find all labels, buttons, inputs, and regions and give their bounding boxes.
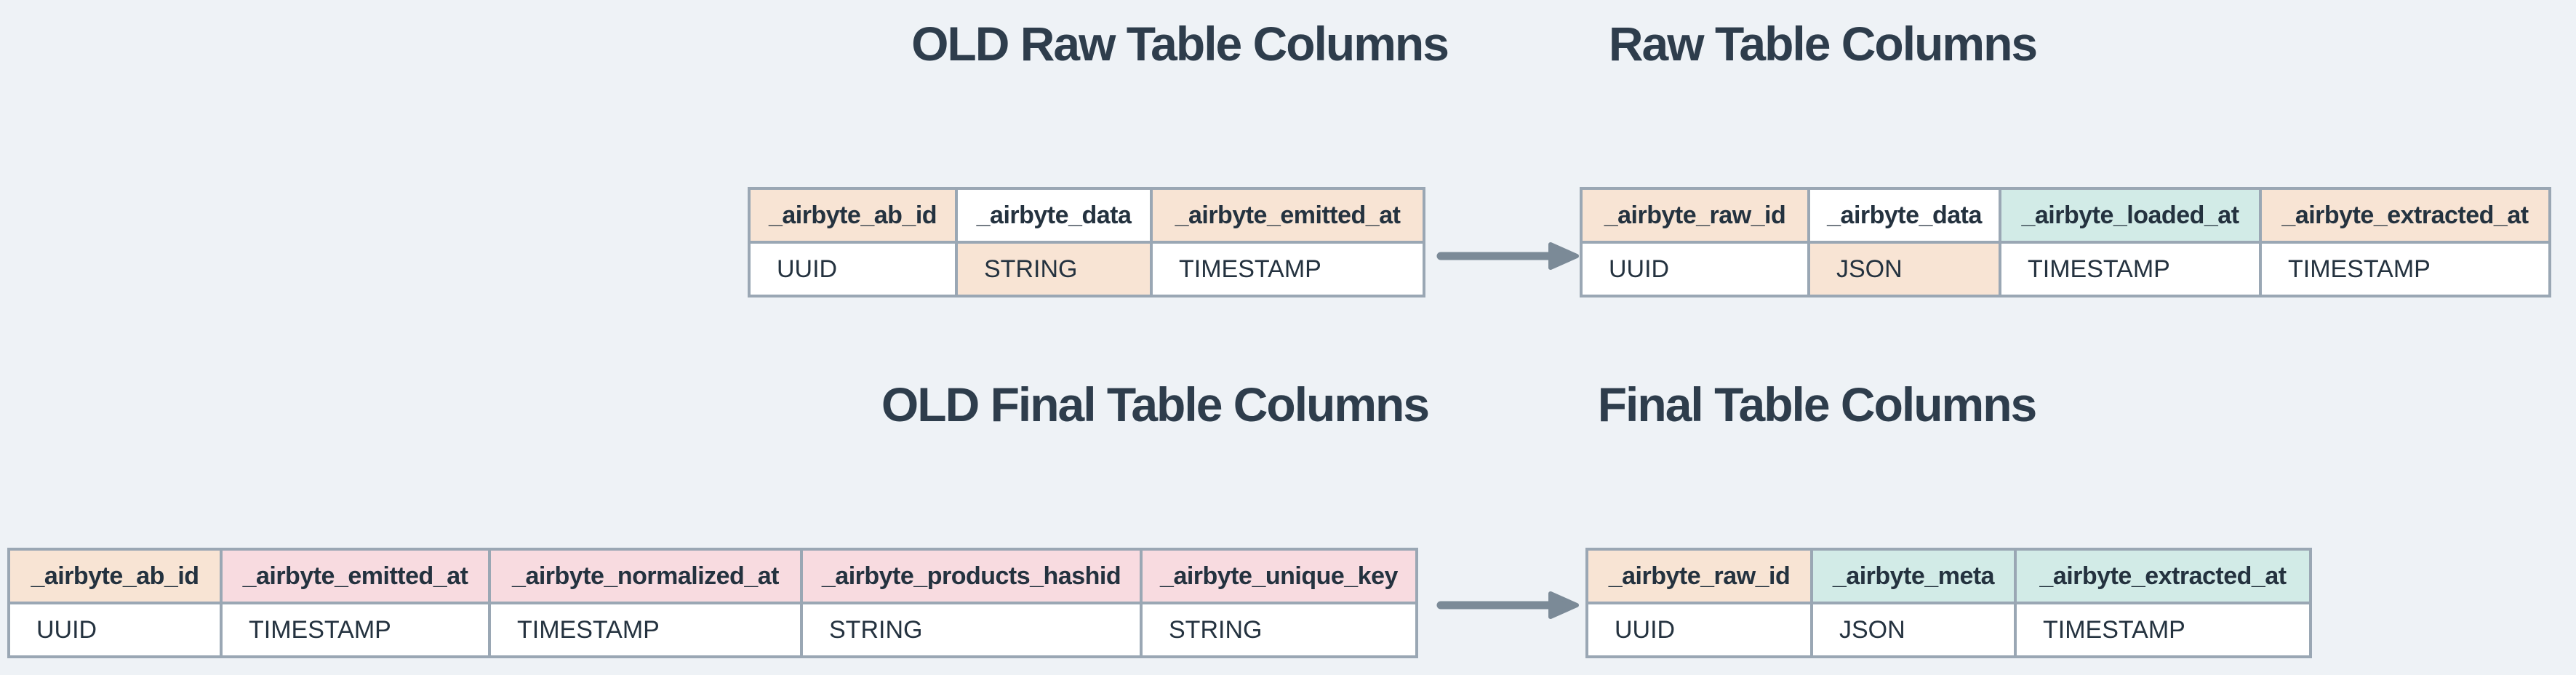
column-type-cell: UUID	[1580, 241, 1810, 297]
header-row: _airbyte_ab_id_airbyte_data_airbyte_emit…	[748, 187, 1425, 244]
old-final-table-title: OLD Final Table Columns	[881, 378, 1430, 431]
column-type-cell: TIMESTAMP	[2259, 241, 2551, 297]
column-type-cell: TIMESTAMP	[2014, 602, 2312, 658]
right-arrow-icon	[1436, 591, 1579, 619]
header-row: _airbyte_raw_id_airbyte_data_airbyte_loa…	[1580, 187, 2551, 244]
column-name-cell: _airbyte_raw_id	[1580, 187, 1810, 244]
raw-table: _airbyte_raw_id_airbyte_data_airbyte_loa…	[1580, 187, 2551, 297]
column-name-cell: _airbyte_products_hashid	[800, 548, 1143, 604]
column-name-cell: _airbyte_ab_id	[7, 548, 223, 604]
header-row: _airbyte_ab_id_airbyte_emitted_at_airbyt…	[7, 548, 1418, 604]
column-type-cell: STRING	[1140, 602, 1418, 658]
column-type-cell: TIMESTAMP	[1999, 241, 2262, 297]
column-type-cell: TIMESTAMP	[1150, 241, 1425, 297]
column-name-cell: _airbyte_normalized_at	[488, 548, 803, 604]
column-name-cell: _airbyte_ab_id	[748, 187, 958, 244]
column-type-cell: TIMESTAMP	[220, 602, 491, 658]
column-name-cell: _airbyte_emitted_at	[220, 548, 491, 604]
right-arrow-icon	[1436, 242, 1579, 270]
column-name-cell: _airbyte_raw_id	[1585, 548, 1813, 604]
column-type-cell: UUID	[7, 602, 223, 658]
column-name-cell: _airbyte_meta	[1810, 548, 2017, 604]
old-raw-table-title: OLD Raw Table Columns	[911, 17, 1449, 71]
column-type-cell: JSON	[1810, 602, 2017, 658]
column-type-cell: UUID	[748, 241, 958, 297]
old-raw-table: _airbyte_ab_id_airbyte_data_airbyte_emit…	[748, 187, 1425, 297]
column-name-cell: _airbyte_data	[955, 187, 1153, 244]
final-table: _airbyte_raw_id_airbyte_meta_airbyte_ext…	[1585, 548, 2312, 658]
header-row: _airbyte_raw_id_airbyte_meta_airbyte_ext…	[1585, 548, 2312, 604]
column-name-cell: _airbyte_emitted_at	[1150, 187, 1425, 244]
column-type-cell: JSON	[1807, 241, 2001, 297]
final-table-title: Final Table Columns	[1597, 378, 2038, 431]
column-name-cell: _airbyte_extracted_at	[2014, 548, 2312, 604]
column-type-cell: TIMESTAMP	[488, 602, 803, 658]
column-name-cell: _airbyte_unique_key	[1140, 548, 1418, 604]
raw-table-title: Raw Table Columns	[1608, 17, 2038, 71]
old-final-table: _airbyte_ab_id_airbyte_emitted_at_airbyt…	[7, 548, 1418, 658]
column-name-cell: _airbyte_loaded_at	[1999, 187, 2262, 244]
column-name-cell: _airbyte_data	[1807, 187, 2001, 244]
column-type-cell: UUID	[1585, 602, 1813, 658]
column-type-cell: STRING	[955, 241, 1153, 297]
column-type-cell: STRING	[800, 602, 1143, 658]
column-name-cell: _airbyte_extracted_at	[2259, 187, 2551, 244]
